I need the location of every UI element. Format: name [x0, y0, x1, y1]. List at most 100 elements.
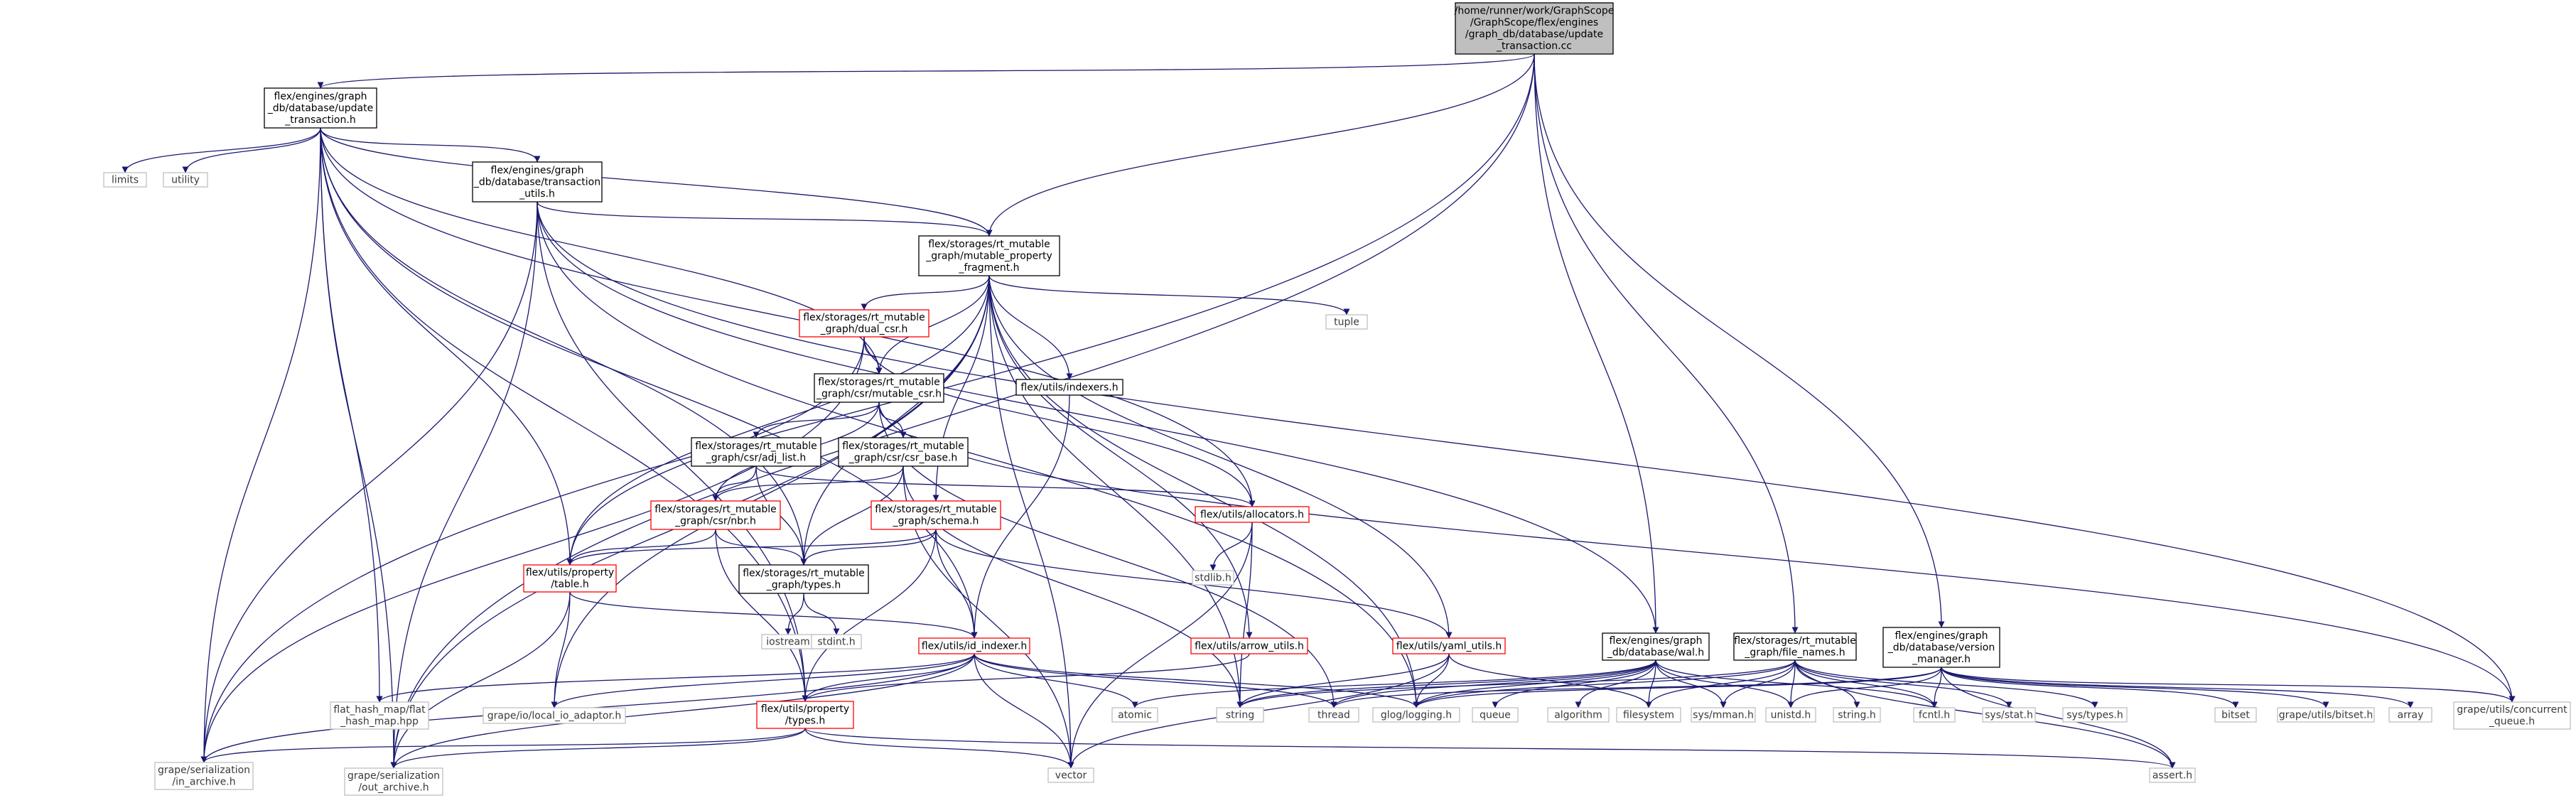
- node-label-line: _graph/types.h: [766, 580, 841, 591]
- node-glog[interactable]: glog/logging.h: [1372, 707, 1460, 723]
- node-flat-hash[interactable]: flat_hash_map/flat_hash_map.hpp: [330, 701, 429, 730]
- node-label-line: _queue.h: [2489, 716, 2535, 728]
- node-dual-csr[interactable]: flex/storages/rt_mutable_graph/dual_csr.…: [799, 309, 929, 338]
- node-label-line: _graph/file_names.h: [1744, 647, 1845, 659]
- edge-file_names-to-fcntl: [1794, 659, 1938, 708]
- edge-allocators-to-stdlib: [1209, 522, 1253, 571]
- node-csr-base[interactable]: flex/storages/rt_mutable_graph/csr/csr_b…: [838, 437, 969, 467]
- node-box: [264, 87, 377, 129]
- node-prop-types[interactable]: flex/utils/property/types.h: [756, 701, 854, 729]
- node-box: [1472, 707, 1519, 723]
- node-label-line: flex/engines/graph: [1895, 630, 1988, 642]
- node-box: [1372, 707, 1460, 723]
- edge-root-to-in_archive: [200, 53, 1535, 763]
- edge-schema-to-prop_table: [566, 529, 937, 566]
- node-label-line: /in_archive.h: [172, 777, 235, 788]
- node-filesystem[interactable]: filesystem: [1616, 707, 1681, 723]
- node-label-line: /GraphScope/flex/engines: [1470, 17, 1598, 28]
- edge-csr_base-to-types_h: [800, 465, 904, 566]
- node-box: [691, 437, 821, 467]
- node-mpf[interactable]: flex/storages/rt_mutable_graph/mutable_p…: [918, 235, 1060, 276]
- node-box: [650, 500, 781, 530]
- edge-wal-to-filesystem: [1645, 659, 1656, 708]
- node-label-line: _graph/csr/nbr.h: [674, 516, 756, 527]
- node-label-line: assert.h: [2152, 770, 2192, 781]
- node-box: [523, 564, 617, 593]
- node-box: [1195, 506, 1310, 523]
- node-wal[interactable]: flex/engines/graph_db/database/wal.h: [1602, 632, 1710, 661]
- node-local-io[interactable]: grape/io/local_io_adaptor.h: [483, 707, 626, 724]
- node-yaml-utils[interactable]: flex/utils/yaml_utils.h: [1392, 637, 1506, 654]
- node-box: [330, 701, 429, 730]
- node-label-line: flex/storages/rt_mutable: [695, 441, 817, 452]
- node-label-line: _hash_map.hpp: [340, 716, 419, 728]
- node-id-indexer[interactable]: flex/utils/id_indexer.h: [918, 637, 1030, 654]
- node-box: [472, 161, 603, 203]
- node-string[interactable]: string: [1216, 707, 1264, 723]
- node-box: [814, 373, 944, 403]
- node-concurrent-q[interactable]: grape/utils/concurrent_queue.h: [2453, 701, 2571, 730]
- node-label-line: tuple: [1334, 316, 1359, 328]
- node-bitset[interactable]: bitset: [2214, 707, 2257, 723]
- header-nodes: /home/runner/work/GraphScope/GraphScope/…: [103, 2, 2571, 796]
- node-array[interactable]: array: [2388, 707, 2432, 723]
- node-indexers[interactable]: flex/utils/indexers.h: [1015, 379, 1123, 396]
- node-string-h[interactable]: string.h: [1833, 707, 1881, 723]
- node-allocators[interactable]: flex/utils/allocators.h: [1195, 506, 1310, 523]
- node-label-line: grape/serialization: [347, 770, 440, 782]
- node-algorithm[interactable]: algorithm: [1547, 707, 1610, 723]
- node-limits[interactable]: limits: [103, 172, 147, 188]
- node-unistd[interactable]: unistd.h: [1765, 707, 1816, 723]
- node-mutable-csr[interactable]: flex/storages/rt_mutable_graph/csr/mutab…: [814, 373, 944, 403]
- node-file-names[interactable]: flex/storages/rt_mutable_graph/file_name…: [1733, 632, 1857, 661]
- node-arrow-utils[interactable]: flex/utils/arrow_utils.h: [1190, 637, 1308, 654]
- node-root[interactable]: /home/runner/work/GraphScope/GraphScope/…: [1455, 2, 1615, 55]
- node-label-line: _graph/schema.h: [893, 516, 979, 527]
- node-prop-table[interactable]: flex/utils/property/table.h: [523, 564, 617, 593]
- node-atomic[interactable]: atomic: [1111, 707, 1158, 723]
- node-out-archive[interactable]: grape/serialization/out_archive.h: [344, 767, 443, 796]
- edge-prop_table-to-out_archive: [390, 591, 571, 769]
- node-queue[interactable]: queue: [1472, 707, 1519, 723]
- node-box: [2277, 707, 2375, 723]
- node-box: [918, 637, 1030, 654]
- node-version-mgr[interactable]: flex/engines/graph_db/database/version_m…: [1882, 627, 2000, 668]
- node-box: [2214, 707, 2257, 723]
- node-tx-utils[interactable]: flex/engines/graph_db/database/transacti…: [472, 161, 603, 203]
- node-ut-h[interactable]: flex/engines/graph_db/database/update_tr…: [264, 87, 377, 129]
- node-box: [918, 235, 1060, 276]
- edge-mutable_csr-to-csr_base: [878, 401, 907, 438]
- node-schema[interactable]: flex/storages/rt_mutable_graph/schema.h: [871, 500, 1001, 530]
- node-stdlib[interactable]: stdlib.h: [1192, 570, 1234, 586]
- node-box: [2453, 701, 2571, 730]
- node-assert[interactable]: assert.h: [2149, 767, 2196, 783]
- node-stdint[interactable]: stdint.h: [811, 634, 862, 649]
- node-iostream[interactable]: iostream: [761, 634, 815, 649]
- edge-nbr-to-prop_table: [566, 529, 716, 566]
- node-fcntl[interactable]: fcntl.h: [1913, 707, 1956, 723]
- edge-wal-to-sys_mman: [1655, 659, 1727, 708]
- node-box: [1833, 707, 1881, 723]
- node-sys-types[interactable]: sys/types.h: [2062, 707, 2128, 723]
- edge-ut_h-to-flat_hash: [320, 127, 383, 703]
- node-grape-bitset[interactable]: grape/utils/bitset.h: [2277, 707, 2375, 723]
- edge-root-to-ut_h: [317, 53, 1535, 89]
- node-sys-mman[interactable]: sys/mman.h: [1691, 707, 1756, 723]
- node-nbr[interactable]: flex/storages/rt_mutable_graph/csr/nbr.h: [650, 500, 781, 530]
- node-vector[interactable]: vector: [1047, 767, 1094, 783]
- edge-wal-to-queue: [1492, 659, 1656, 708]
- node-label-line: grape/serialization: [158, 765, 250, 776]
- node-utility[interactable]: utility: [163, 172, 208, 188]
- node-adj-list[interactable]: flex/storages/rt_mutable_graph/csr/adj_l…: [691, 437, 821, 467]
- node-in-archive[interactable]: grape/serialization/in_archive.h: [154, 762, 254, 790]
- node-box: [1882, 627, 2000, 668]
- node-thread[interactable]: thread: [1308, 707, 1359, 723]
- node-tuple[interactable]: tuple: [1325, 314, 1368, 330]
- edge-version_mgr-to-glog: [1413, 667, 1942, 708]
- node-label-line: flex/utils/property: [761, 703, 849, 715]
- node-types-h[interactable]: flex/storages/rt_mutable_graph/types.h: [738, 564, 869, 594]
- edge-allocators-to-string: [1236, 522, 1253, 708]
- node-sys-stat[interactable]: sys/stat.h: [1982, 707, 2036, 723]
- edge-wal-to-thread: [1330, 659, 1656, 708]
- edge-wal-to-algorithm: [1575, 659, 1656, 708]
